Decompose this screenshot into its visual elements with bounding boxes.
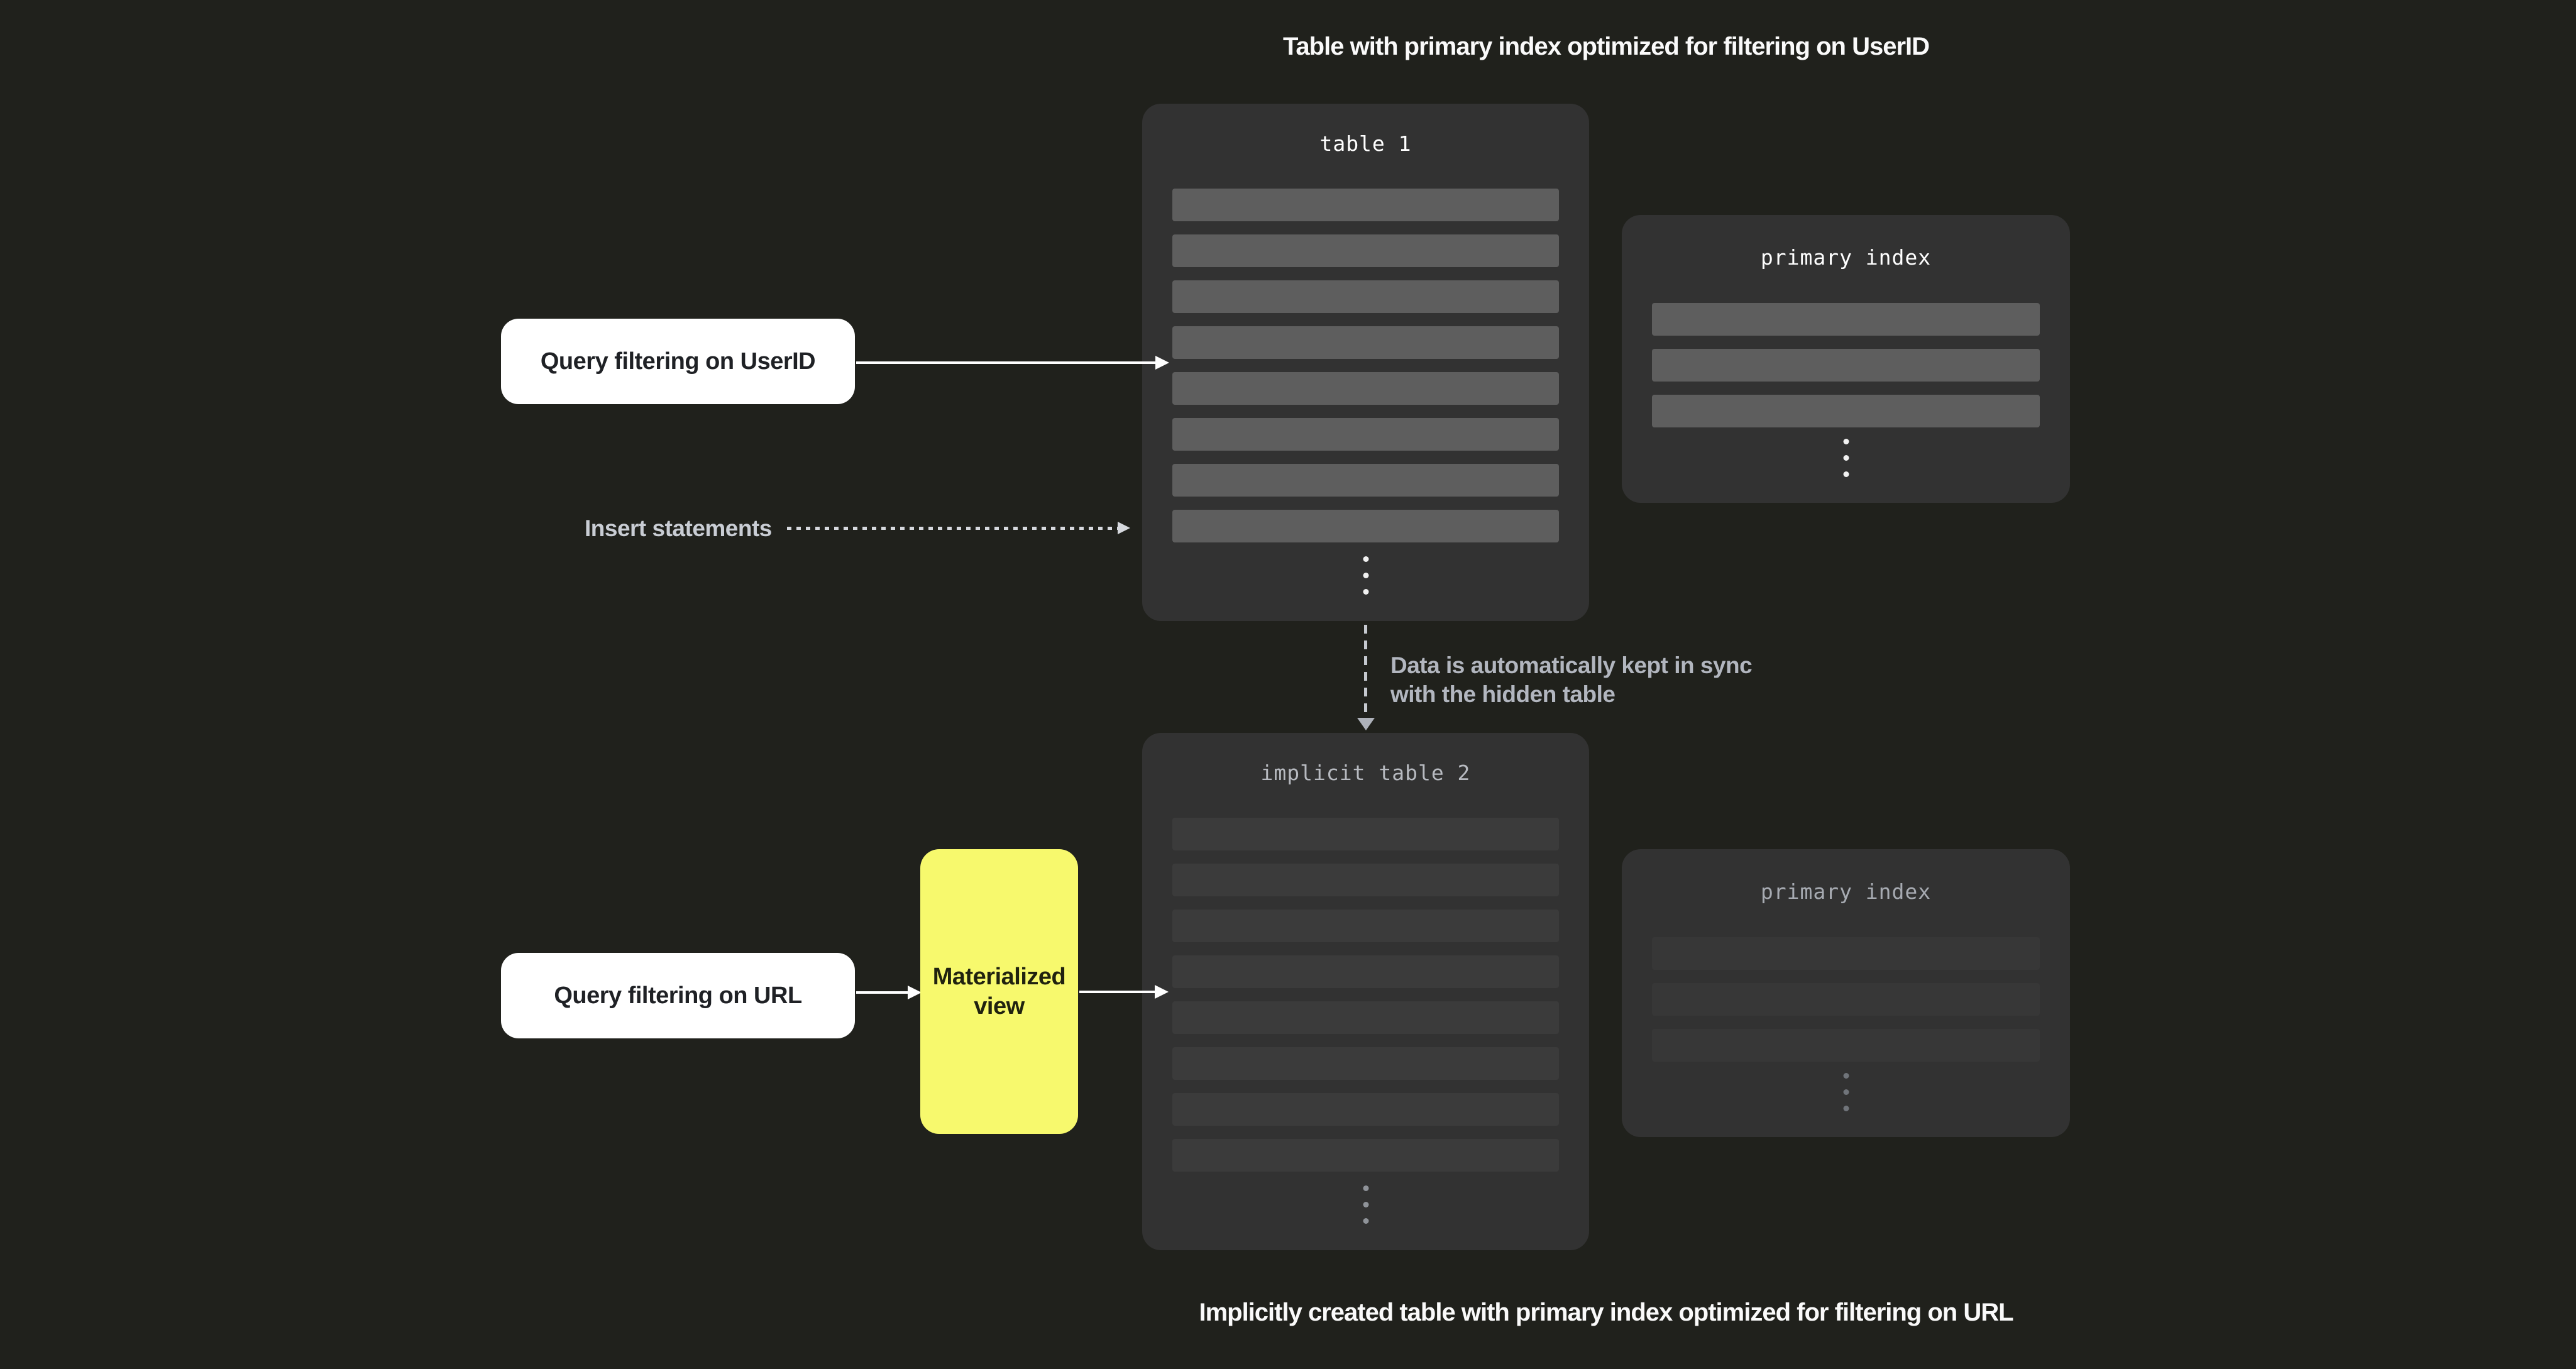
query-url-box: Query filtering on URL — [501, 953, 855, 1038]
table-row — [1172, 955, 1559, 988]
table2-title: implicit table 2 — [1260, 761, 1471, 785]
table-row — [1172, 1001, 1559, 1034]
index-row — [1652, 983, 2040, 1016]
table-row — [1172, 864, 1559, 896]
table-row — [1172, 189, 1559, 221]
arrow-table1-to-table2-sync — [1364, 625, 1367, 718]
table-row — [1172, 910, 1559, 942]
table-row — [1172, 1139, 1559, 1172]
query-userid-box: Query filtering on UserID — [501, 319, 855, 404]
arrowhead-right-icon — [908, 986, 922, 999]
index-row — [1652, 1029, 2040, 1062]
table-row — [1172, 1093, 1559, 1126]
table2-panel: implicit table 2 — [1142, 733, 1589, 1250]
top-caption: Table with primary index optimized for f… — [1282, 33, 1930, 60]
table-row — [1172, 234, 1559, 267]
table-row — [1172, 818, 1559, 850]
table-row — [1172, 326, 1559, 359]
more-rows-ellipsis — [1363, 556, 1368, 595]
insert-statements-label: Insert statements — [585, 515, 772, 541]
index-row — [1652, 349, 2040, 382]
table-row — [1172, 464, 1559, 497]
sync-note-line2: with the hidden table — [1390, 681, 1616, 707]
index-row — [1652, 937, 2040, 970]
arrow-query-userid-to-table1 — [856, 361, 1157, 364]
sync-note-line1: Data is automatically kept in sync — [1390, 652, 1753, 678]
sync-note: Data is automatically kept in sync with … — [1390, 651, 1753, 709]
more-rows-ellipsis — [1843, 1073, 1849, 1111]
more-rows-ellipsis — [1843, 439, 1849, 477]
arrowhead-right-icon — [1155, 985, 1169, 999]
table-row — [1172, 280, 1559, 313]
arrow-query-url-to-materialized-view — [856, 991, 909, 994]
more-rows-ellipsis — [1363, 1185, 1368, 1224]
primary-index1-title: primary index — [1760, 245, 1932, 270]
primary-index1-panel: primary index — [1622, 215, 2070, 503]
table-row — [1172, 418, 1559, 451]
arrowhead-right-icon — [1118, 522, 1130, 534]
arrowhead-right-icon — [1155, 356, 1169, 370]
table-row — [1172, 510, 1559, 542]
arrowhead-down-icon — [1357, 718, 1375, 730]
table-row — [1172, 372, 1559, 405]
index-row — [1652, 395, 2040, 427]
materialized-view-box: Materialized view — [920, 849, 1078, 1134]
primary-index2-title: primary index — [1760, 879, 1932, 904]
index-row — [1652, 303, 2040, 336]
table1-title: table 1 — [1319, 131, 1412, 156]
arrow-materialized-view-to-table2 — [1079, 991, 1156, 993]
bottom-caption: Implicitly created table with primary in… — [1199, 1299, 2013, 1326]
arrow-insert-statements-to-table1 — [787, 527, 1118, 530]
table-row — [1172, 1047, 1559, 1080]
table1-panel: table 1 — [1142, 104, 1589, 621]
primary-index2-panel: primary index — [1622, 849, 2070, 1137]
